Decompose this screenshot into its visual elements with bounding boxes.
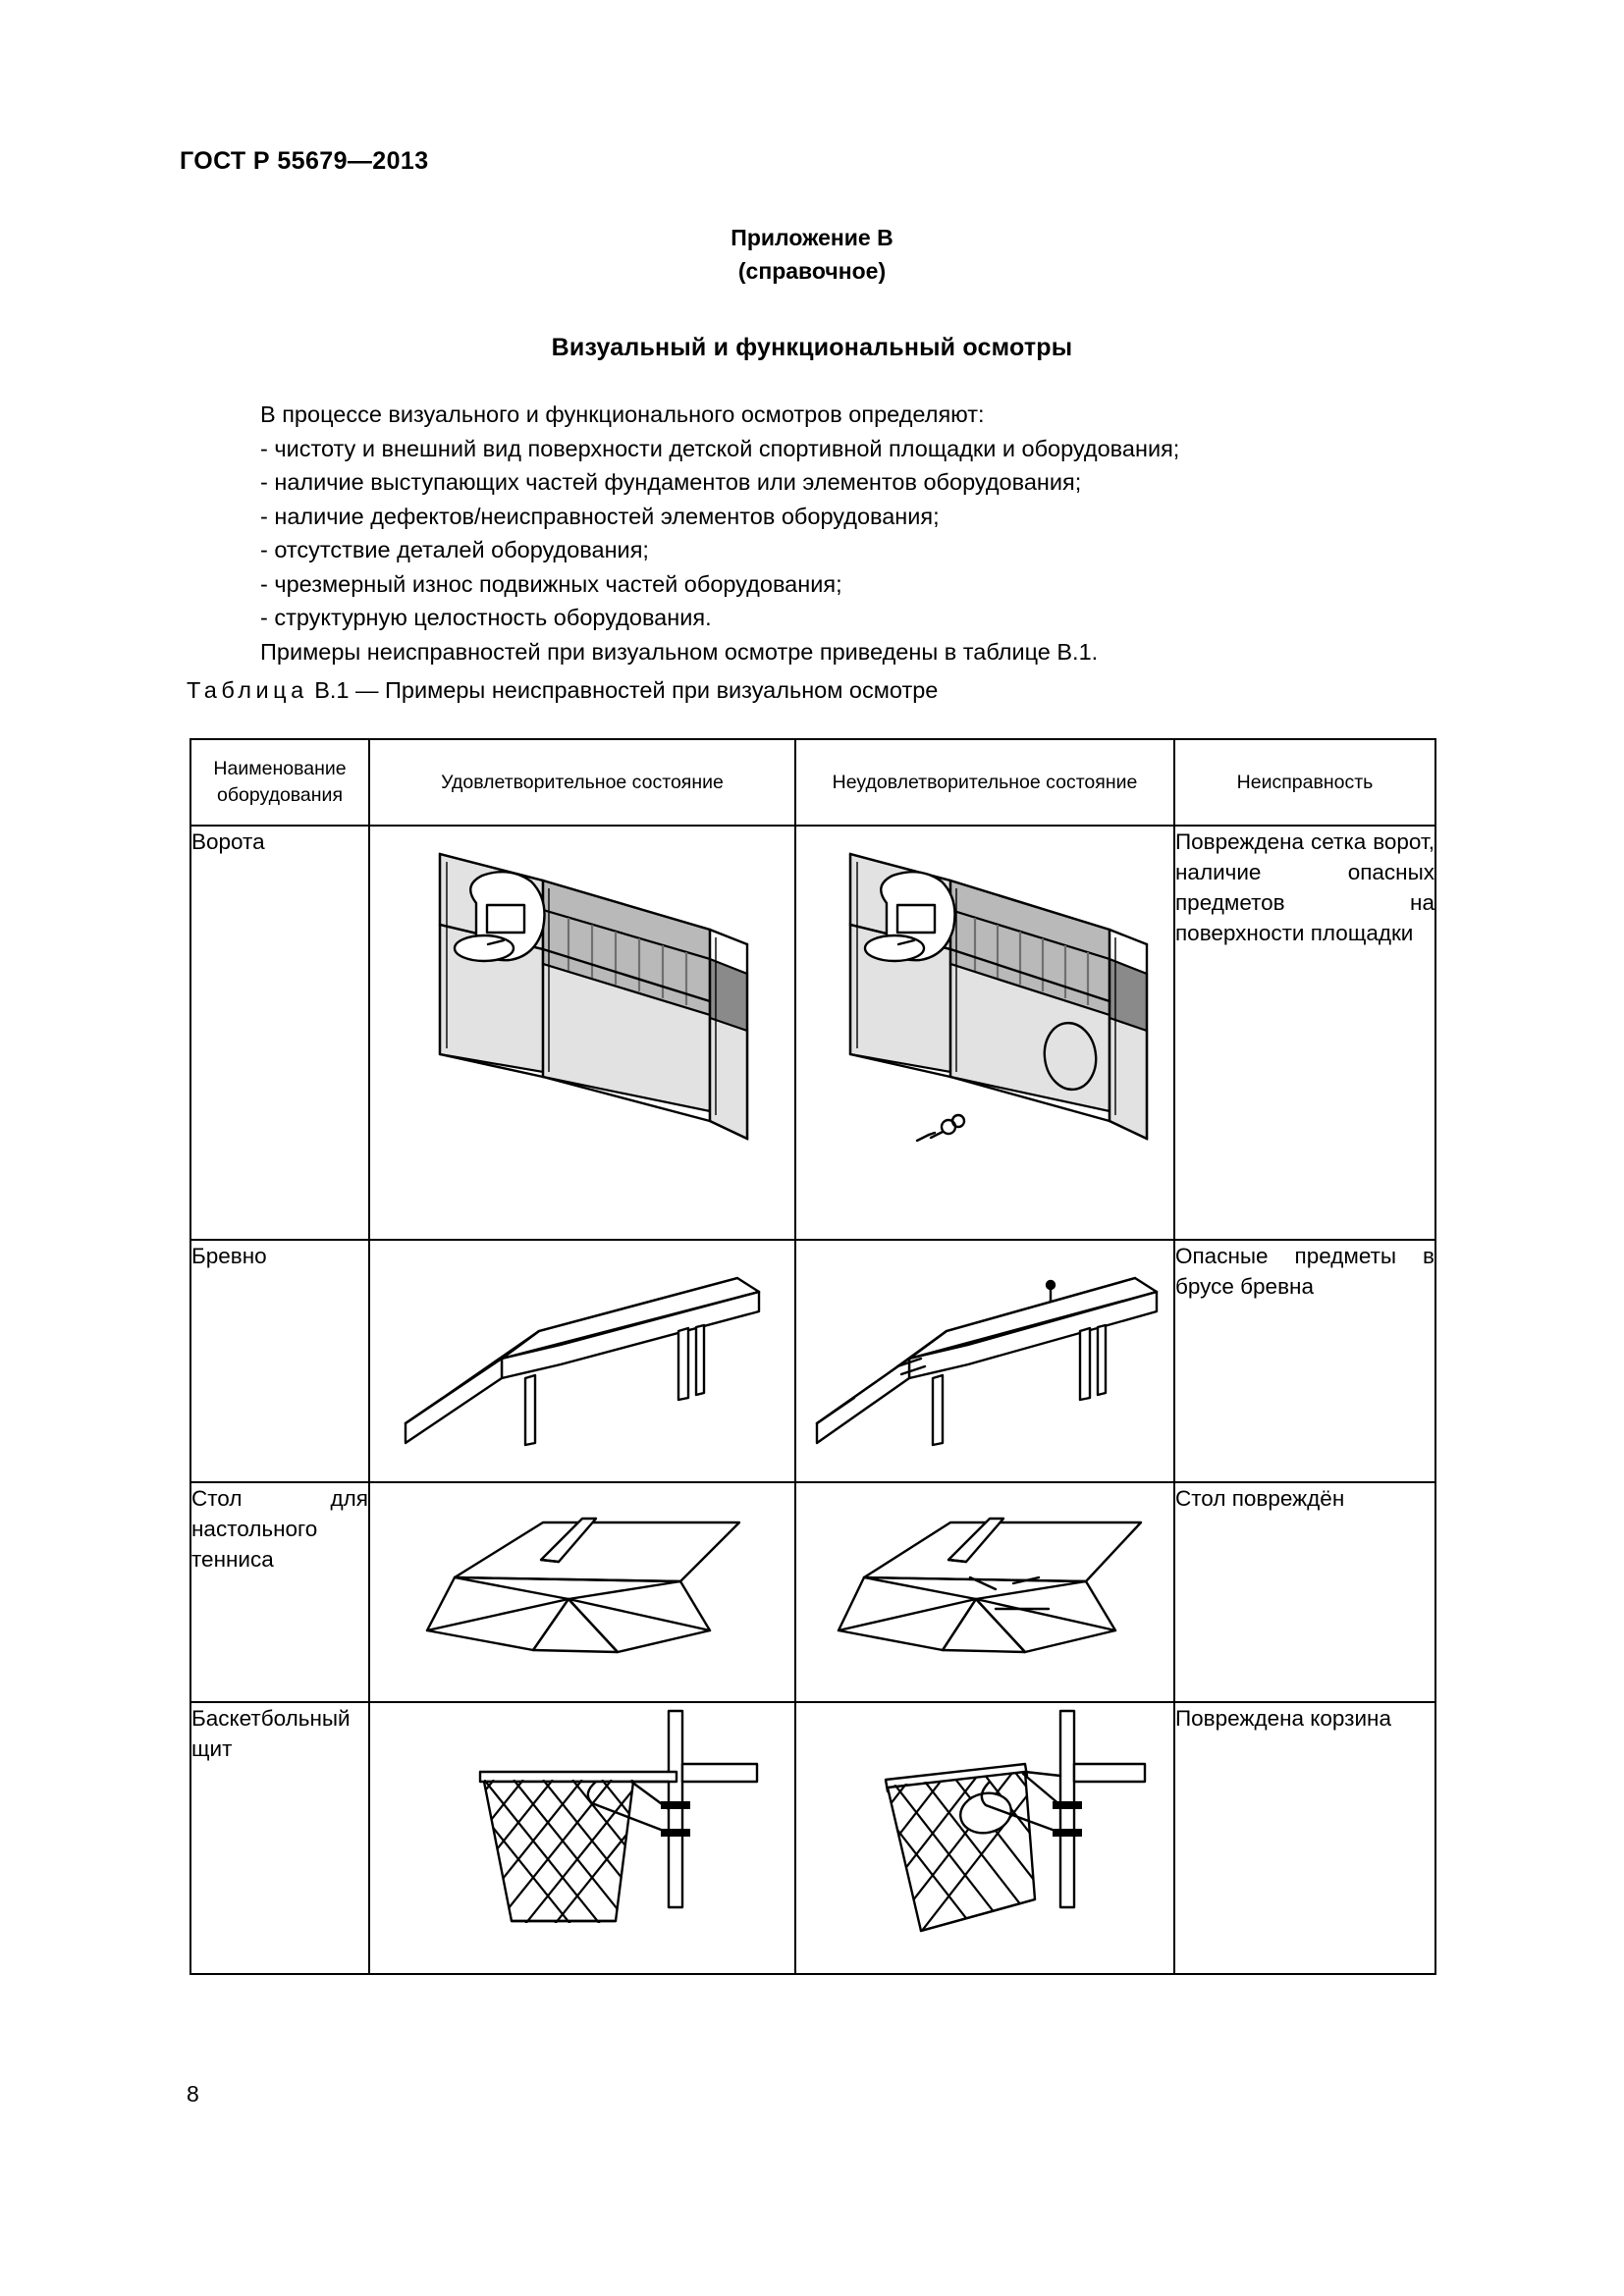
row-4-satisfactory-figure — [368, 1701, 796, 1975]
row-1-equipment-name: Ворота — [189, 825, 370, 1241]
basketball-hoop-torn-net-drawing — [884, 1709, 1147, 1933]
intro-bullet-2: - наличие выступающих частей фундаментов… — [260, 469, 1082, 495]
appendix-kind: (справочное) — [737, 258, 887, 284]
balance-beam-intact-drawing — [404, 1276, 761, 1447]
table-header-equipment: Наименование оборудования — [189, 738, 370, 827]
row-3-equipment-name: Стол для настольного тенниса — [189, 1481, 370, 1703]
section-title: Визуальный и функциональный осмотры — [551, 334, 1073, 361]
intro-bullet-3: - наличие дефектов/неисправностей элемен… — [260, 503, 940, 529]
table-header-row: Наименование оборудования Удовлетворител… — [189, 738, 1436, 827]
row-2-fault-text: Опасные предметы в брусе бревна — [1173, 1239, 1436, 1483]
row-2-equipment-name: Бревно — [189, 1239, 370, 1483]
running-head: ГОСТ Р 55679—2013 — [180, 147, 429, 175]
table-header-satisfactory: Удовлетворительное состояние — [368, 738, 796, 827]
intro-bullet-1: - чистоту и внешний вид поверхности детс… — [260, 435, 1180, 461]
row-1-unsatisfactory-figure — [794, 825, 1175, 1241]
basketball-hoop-intact-drawing — [478, 1709, 759, 1923]
row-3-satisfactory-figure — [368, 1481, 796, 1703]
defects-table: Наименование оборудования Удовлетворител… — [189, 738, 1436, 1975]
row-4-equipment-name: Баскетбольный щит — [189, 1701, 370, 1975]
page-number: 8 — [187, 2081, 199, 2107]
row-1-satisfactory-figure — [368, 825, 796, 1241]
row-4-fault-text: Повреждена корзина — [1173, 1701, 1436, 1975]
table-tennis-table-damaged-drawing — [837, 1517, 1143, 1654]
sports-goal-intact-drawing — [438, 852, 749, 1141]
appendix-heading: Приложение В (справочное) — [0, 221, 1624, 288]
intro-lead: В процессе визуального и функционального… — [260, 401, 985, 427]
balance-beam-damaged-drawing — [815, 1276, 1159, 1447]
row-4-unsatisfactory-figure — [794, 1701, 1175, 1975]
intro-text: В процессе визуального и функционального… — [260, 398, 1380, 668]
table-row: Баскетбольный щит — [189, 1701, 1436, 1975]
table-caption-word: Таблица — [187, 677, 308, 703]
intro-bullet-5: - чрезмерный износ подвижных частей обор… — [260, 570, 842, 597]
table-row: Ворота — [189, 825, 1436, 1241]
table-caption-rest: В.1 — Примеры неисправностей при визуаль… — [314, 677, 939, 703]
sports-goal-torn-net-drawing — [848, 852, 1149, 1143]
row-3-fault-text: Стол повреждён — [1173, 1481, 1436, 1703]
intro-tail: Примеры неисправностей при визуальном ос… — [260, 638, 1099, 665]
row-1-fault-text: Повреждена сетка ворот, наличие опас­ных… — [1173, 825, 1436, 1241]
row-2-satisfactory-figure — [368, 1239, 796, 1483]
table-tennis-table-intact-drawing — [425, 1517, 741, 1654]
table-caption: Таблица В.1 — Примеры неисправностей при… — [187, 677, 938, 704]
table-row: Бревно — [189, 1239, 1436, 1483]
appendix-label: Приложение В — [731, 225, 893, 250]
intro-bullet-6: - структурную целостность оборудования. — [260, 605, 712, 630]
intro-bullet-4: - отсутствие деталей оборудования; — [260, 537, 649, 562]
row-2-unsatisfactory-figure — [794, 1239, 1175, 1483]
table-row: Стол для настольного тенниса — [189, 1481, 1436, 1703]
table-header-fault: Неисправность — [1173, 738, 1436, 827]
row-3-unsatisfactory-figure — [794, 1481, 1175, 1703]
table-header-unsatisfactory: Неудовлетворительное состояние — [794, 738, 1175, 827]
